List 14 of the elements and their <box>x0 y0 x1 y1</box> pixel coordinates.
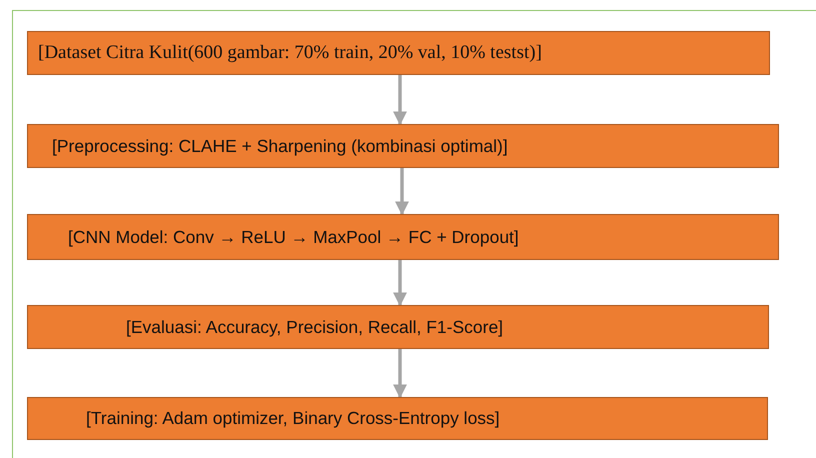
box-label: [CNN Model: Conv → ReLU → MaxPool → FC + Dropout] <box>68 226 519 248</box>
arrow <box>393 75 407 126</box>
box-label: [Dataset Citra Kulit(600 gambar: 70% train, 20% val, 10% testst)] <box>38 42 542 64</box>
process-box <box>27 31 770 75</box>
box-label: [Preprocessing: CLAHE + Sharpening (kombinasi optimal)] <box>52 136 508 156</box>
box-label: [Evaluasi: Accuracy, Precision, Recall, F1-Score] <box>126 316 504 338</box>
process-box <box>27 214 779 260</box>
process-box <box>27 397 768 440</box>
arrow <box>393 260 407 306</box>
process-box <box>27 124 779 168</box>
arrow <box>393 349 407 398</box>
box-label: [Training: Adam optimizer, Binary Cross-Entropy loss] <box>86 408 500 429</box>
arrow <box>395 168 409 216</box>
process-box <box>27 305 769 349</box>
